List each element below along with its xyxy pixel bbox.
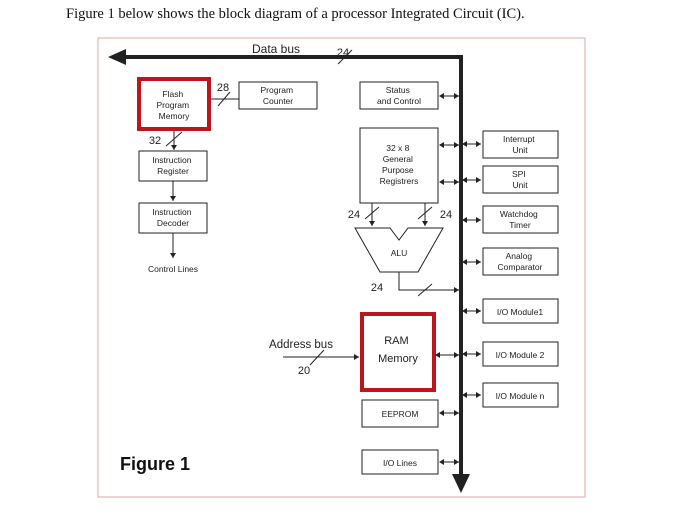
figure-caption: Figure 1 below shows the block diagram o… bbox=[66, 6, 525, 22]
width-flash-ir: 32 bbox=[149, 135, 161, 147]
width-gpr-alu-left: 24 bbox=[348, 209, 360, 221]
svg-text:I/O Module 2: I/O Module 2 bbox=[496, 350, 545, 360]
svg-text:Status and Control: Status and Control bbox=[377, 85, 421, 106]
io-module-1-block: I/O Module1 bbox=[482, 298, 559, 324]
alu-block: ALU bbox=[354, 227, 444, 273]
program-counter-block: Program Counter bbox=[238, 81, 318, 110]
svg-text:Instruction Register: Instruction Register bbox=[152, 155, 194, 176]
main-vertical-bus bbox=[452, 55, 470, 493]
spi-unit-block: SPI Unit bbox=[482, 165, 559, 194]
svg-text:Instruction Decoder: Instruction Decoder bbox=[152, 207, 194, 228]
watchdog-timer-block: Watchdog Timer bbox=[482, 205, 559, 234]
figure-label: Figure 1 bbox=[120, 454, 190, 474]
instruction-register-block: Instruction Register bbox=[138, 150, 208, 182]
svg-text:Flash Program Memo: Flash Program Memory bbox=[157, 89, 192, 121]
data-bus-label: Data bus bbox=[252, 42, 300, 56]
width-gpr-alu-right: 24 bbox=[440, 209, 452, 221]
flash-program-memory-block: Flash Program Memory bbox=[137, 77, 211, 131]
analog-comparator-block: Analog Comparator bbox=[482, 247, 559, 276]
width-alu-out: 24 bbox=[371, 282, 383, 294]
svg-text:Interrupt Unit: Interrupt Unit bbox=[503, 134, 537, 155]
bus-down-arrow-icon bbox=[452, 474, 470, 493]
svg-text:Watchdog Timer: Watchdog Timer bbox=[500, 209, 540, 230]
svg-text:SPI Unit: SPI Unit bbox=[512, 169, 528, 190]
io-module-2-block: I/O Module 2 bbox=[482, 341, 559, 367]
svg-text:Program Counter: Program Counter bbox=[261, 85, 296, 106]
data-bus: Data bus 24 bbox=[108, 42, 461, 65]
address-bus-label: Address bus bbox=[269, 339, 333, 351]
figure-frame bbox=[97, 37, 586, 498]
ram-memory-block: RAM Memory bbox=[360, 312, 436, 392]
io-lines-block: I/O Lines bbox=[361, 449, 439, 475]
data-bus-width: 24 bbox=[337, 47, 349, 59]
svg-text:ALU: ALU bbox=[391, 248, 408, 258]
data-bus-arrow-icon bbox=[108, 49, 126, 65]
general-purpose-registers-block: 32 x 8 General Purpose Registrers bbox=[359, 127, 439, 204]
svg-text:I/O Module n: I/O Module n bbox=[496, 391, 545, 401]
svg-text:EEPROM: EEPROM bbox=[382, 409, 419, 419]
svg-text:RAM Memory: RAM Memory bbox=[378, 335, 418, 365]
svg-text:I/O Lines: I/O Lines bbox=[383, 458, 417, 468]
address-bus: Address bus 20 bbox=[269, 339, 359, 377]
eeprom-block: EEPROM bbox=[361, 399, 439, 428]
svg-text:I/O Module1: I/O Module1 bbox=[497, 307, 544, 317]
svg-text:Analog Comparator: Analog Comparator bbox=[498, 251, 543, 272]
address-bus-width: 20 bbox=[298, 365, 310, 377]
control-lines-label: Control Lines bbox=[148, 264, 198, 274]
interrupt-unit-block: Interrupt Unit bbox=[482, 130, 559, 159]
status-control-block: Status and Control bbox=[359, 81, 439, 110]
io-module-n-block: I/O Module n bbox=[482, 382, 559, 408]
instruction-decoder-block: Instruction Decoder bbox=[138, 202, 208, 234]
width-flash-pc: 28 bbox=[217, 82, 229, 94]
svg-text:32 x 8 General Pur: 32 x 8 General Purpose Registrers bbox=[380, 143, 419, 186]
